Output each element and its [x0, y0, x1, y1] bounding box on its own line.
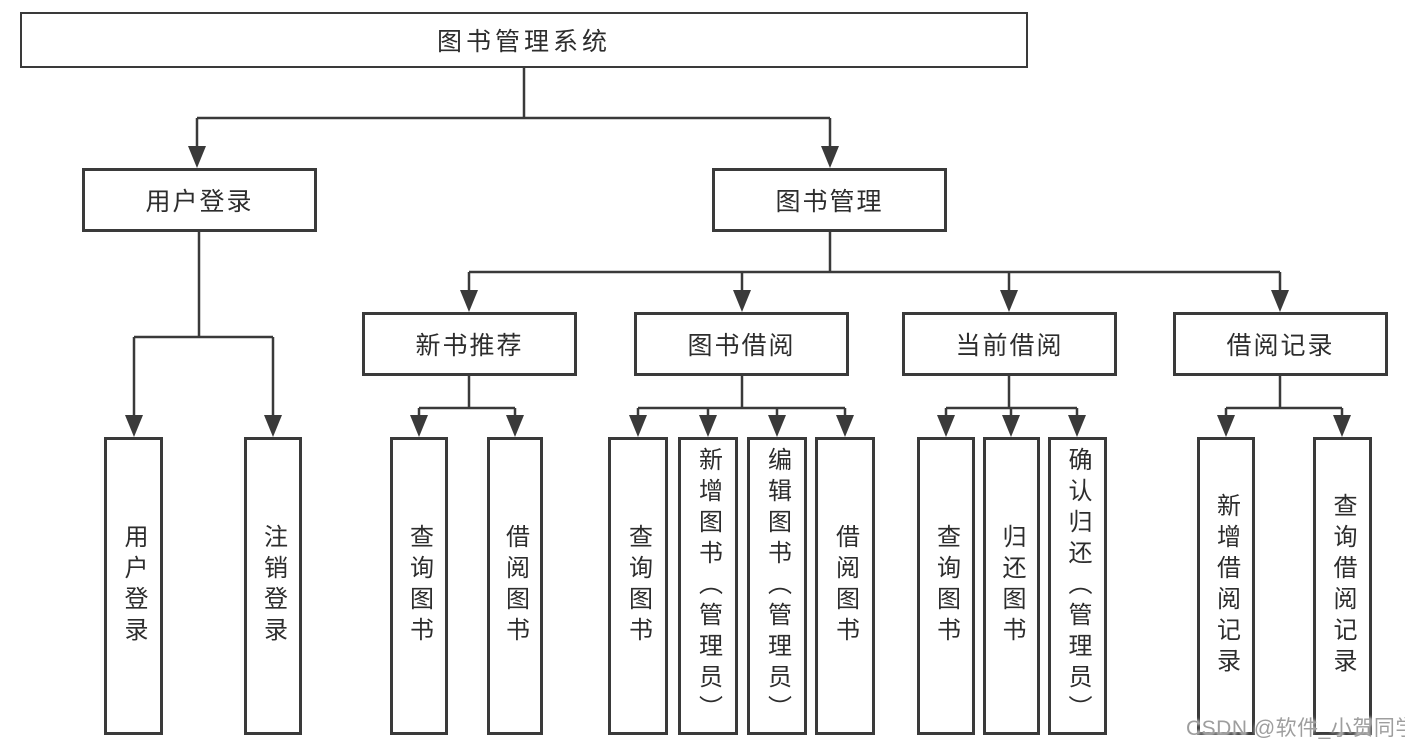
node-label: 查询借阅记录: [1329, 493, 1356, 679]
node-current-borrowing: 当前借阅: [902, 312, 1117, 376]
node-label: 用户登录: [145, 188, 254, 216]
node-library-management-system: 图书管理系统: [20, 12, 1028, 68]
node-book-borrowing: 图书借阅: [634, 312, 849, 376]
leaf-query-books-recommend: 查询图书: [390, 437, 448, 735]
node-label: 图书借阅: [687, 332, 796, 360]
node-label: 归还图书: [998, 524, 1025, 648]
node-label: 借阅记录: [1226, 332, 1335, 360]
node-label: 当前借阅: [955, 332, 1064, 360]
node-label: 图书管理系统: [436, 28, 611, 56]
node-label: 查询图书: [932, 524, 960, 648]
node-label: 注销登录: [259, 524, 287, 648]
node-label: 新增借阅记录: [1212, 493, 1240, 679]
leaf-add-borrow-record: 新增借阅记录: [1197, 437, 1255, 735]
leaf-logout: 注销登录: [244, 437, 302, 735]
leaf-borrow-books: 借阅图书: [815, 437, 875, 735]
node-label: 确认归还（管理员）: [1064, 446, 1091, 726]
leaf-query-books-borrowing: 查询图书: [608, 437, 668, 735]
node-label: 借阅图书: [501, 524, 529, 648]
node-label: 借阅图书: [831, 524, 859, 648]
leaf-query-books-current: 查询图书: [917, 437, 975, 735]
csdn-watermark: CSDN @软件_小贺同学: [1186, 717, 1405, 740]
leaf-edit-books-admin: 编辑图书（管理员）: [747, 437, 807, 735]
node-label: 新增图书（管理员）: [694, 446, 722, 726]
node-book-management-branch: 图书管理: [712, 168, 947, 232]
leaf-user-login: 用户登录: [104, 437, 163, 735]
leaf-return-books: 归还图书: [983, 437, 1040, 735]
node-label: 图书管理: [775, 188, 884, 216]
node-label: 编辑图书（管理员）: [763, 446, 791, 726]
leaf-query-borrow-record: 查询借阅记录: [1313, 437, 1372, 735]
node-label: 新书推荐: [415, 332, 524, 360]
leaf-borrow-books-recommend: 借阅图书: [487, 437, 543, 735]
node-new-book-recommendation: 新书推荐: [362, 312, 577, 376]
node-borrowing-records: 借阅记录: [1173, 312, 1388, 376]
node-user-login-branch: 用户登录: [82, 168, 317, 232]
node-label: 用户登录: [120, 524, 147, 648]
node-label: 查询图书: [624, 524, 652, 648]
leaf-confirm-return-admin: 确认归还（管理员）: [1048, 437, 1107, 735]
leaf-add-books-admin: 新增图书（管理员）: [678, 437, 738, 735]
node-label: 查询图书: [405, 524, 433, 648]
